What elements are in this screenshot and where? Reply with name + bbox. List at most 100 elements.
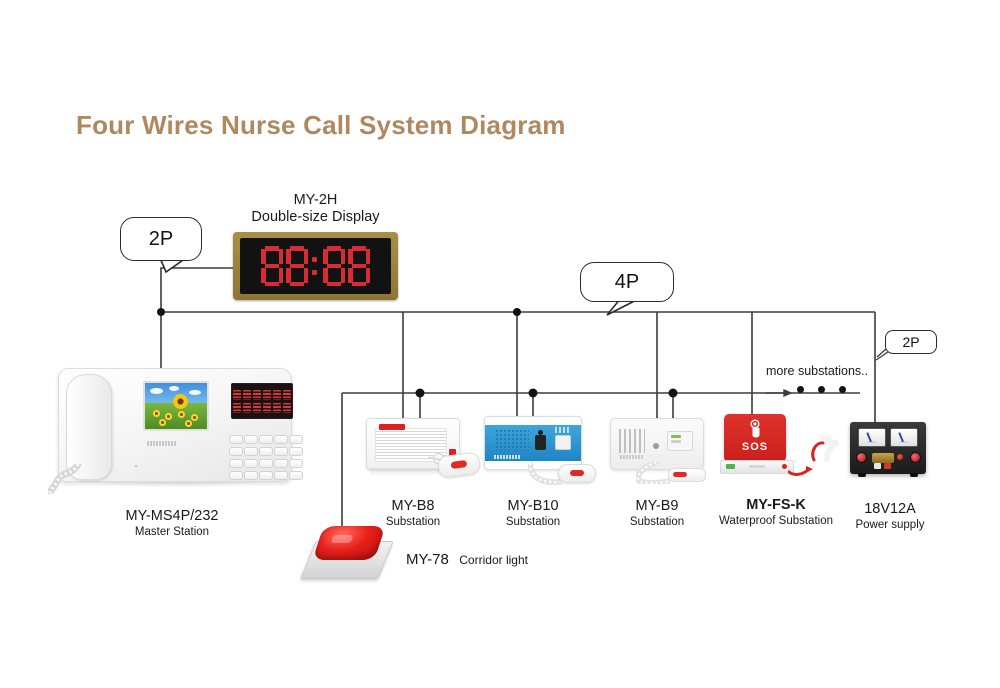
master-station-handset[interactable] bbox=[66, 374, 112, 480]
substation-panel bbox=[484, 416, 582, 470]
keypad-key[interactable] bbox=[289, 447, 303, 456]
brand-logo bbox=[147, 441, 177, 446]
power-supply-caption: 18V12A Power supply bbox=[840, 501, 940, 532]
sos-button-housing[interactable]: SOS bbox=[724, 414, 786, 462]
lcd-sunflower-bud bbox=[165, 413, 172, 420]
status-led-red bbox=[782, 464, 787, 469]
power-supply-unit bbox=[850, 422, 930, 484]
my-b10-substation bbox=[484, 416, 596, 488]
device-description: Substation bbox=[629, 516, 685, 528]
colon-separator bbox=[311, 246, 320, 286]
psu-switch[interactable] bbox=[874, 463, 881, 469]
psu-foot bbox=[910, 473, 918, 477]
keypad-key[interactable] bbox=[274, 447, 288, 456]
handset-cord bbox=[48, 464, 82, 494]
call-button[interactable] bbox=[555, 435, 571, 450]
page-title: Four Wires Nurse Call System Diagram bbox=[76, 110, 566, 140]
keypad-key[interactable] bbox=[274, 459, 288, 468]
my-78-caption: MY-78 Corridor light bbox=[406, 551, 528, 569]
status-led-green bbox=[726, 464, 735, 469]
call-indicator bbox=[449, 449, 456, 458]
status-dot bbox=[135, 465, 137, 467]
display-caption: MY-2H Double-size Display bbox=[233, 192, 398, 226]
pull-cord-handle[interactable] bbox=[810, 436, 840, 462]
keypad-key[interactable] bbox=[274, 471, 288, 480]
callout-2p-right: 2P bbox=[885, 330, 937, 354]
lcd-sunflower bbox=[173, 394, 188, 409]
status-panel bbox=[667, 431, 693, 451]
my-78-corridor-light bbox=[300, 523, 394, 583]
seven-segment-digit bbox=[286, 246, 308, 286]
device-base bbox=[720, 460, 794, 474]
device-description: Power supply bbox=[855, 519, 925, 531]
keypad-key[interactable] bbox=[244, 435, 258, 444]
device-model: MY-FS-K bbox=[746, 497, 806, 513]
keypad-key[interactable] bbox=[229, 459, 243, 468]
keypad-key[interactable] bbox=[289, 471, 303, 480]
display-model: MY-2H bbox=[293, 192, 338, 208]
lcd-cloud bbox=[150, 388, 163, 394]
pear-push-button[interactable] bbox=[558, 464, 596, 483]
hand-press-icon bbox=[750, 419, 760, 438]
device-model: MY-B10 bbox=[507, 498, 559, 514]
keypad-key[interactable] bbox=[289, 435, 303, 444]
psu-chassis bbox=[850, 422, 926, 474]
handset-jack[interactable] bbox=[653, 443, 659, 449]
master-station-caption: MY-MS4P/232 Master Station bbox=[48, 508, 296, 539]
psu-foot bbox=[858, 473, 866, 477]
keypad-key[interactable] bbox=[229, 447, 243, 456]
seven-segment-digit bbox=[348, 246, 370, 286]
device-model: MY-B9 bbox=[635, 498, 679, 514]
output-terminal[interactable] bbox=[910, 452, 921, 463]
lcd-cloud bbox=[169, 386, 179, 391]
device-model: 18V12A bbox=[864, 501, 916, 517]
psu-power-switch[interactable] bbox=[884, 463, 891, 469]
keypad-key[interactable] bbox=[244, 459, 258, 468]
keypad-key[interactable] bbox=[259, 435, 273, 444]
speaker-grille bbox=[619, 429, 645, 453]
output-terminal[interactable] bbox=[856, 452, 867, 463]
pear-push-button[interactable] bbox=[436, 451, 482, 479]
ellipsis-dot bbox=[839, 386, 846, 393]
keypad-key[interactable] bbox=[229, 435, 243, 444]
master-station-model: MY-MS4P/232 bbox=[125, 508, 219, 524]
keypad-key[interactable] bbox=[259, 447, 273, 456]
ellipsis-dot bbox=[797, 386, 804, 393]
my-ms4p-232-master-station bbox=[48, 368, 303, 498]
lcd-sunflower-bud bbox=[178, 411, 185, 418]
more-substations-dots bbox=[797, 386, 846, 393]
brand-logo bbox=[620, 455, 644, 459]
my-b9-substation bbox=[610, 418, 718, 486]
speaker-grille bbox=[495, 429, 529, 451]
callout-2p-left: 2P bbox=[120, 217, 202, 261]
callout-label: 2P bbox=[902, 334, 920, 350]
master-station-keypad[interactable] bbox=[229, 435, 303, 480]
my-b9-caption: MY-B9 Substation bbox=[602, 498, 712, 529]
master-station-lcd bbox=[143, 381, 209, 431]
wire-junctions bbox=[157, 308, 678, 398]
handset-cord bbox=[636, 462, 670, 484]
corridor-light-model: MY-78 bbox=[406, 551, 449, 568]
device-reflection bbox=[370, 468, 456, 477]
voltage-meter bbox=[858, 428, 886, 447]
display-screen bbox=[240, 238, 391, 294]
keypad-key[interactable] bbox=[274, 435, 288, 444]
master-station-description: Master Station bbox=[134, 526, 210, 538]
keypad-key[interactable] bbox=[259, 459, 273, 468]
lcd-sunflower-bud bbox=[185, 420, 192, 427]
keypad-key[interactable] bbox=[229, 471, 243, 480]
keypad-key[interactable] bbox=[244, 471, 258, 480]
keypad-key[interactable] bbox=[244, 447, 258, 456]
my-b8-caption: MY-B8 Substation bbox=[358, 498, 468, 529]
pear-push-button[interactable] bbox=[668, 468, 706, 482]
handset-jack[interactable] bbox=[535, 430, 546, 450]
keypad-key[interactable] bbox=[289, 459, 303, 468]
led-row bbox=[233, 389, 291, 400]
my-fs-k-caption: MY-FS-K Waterproof Substation bbox=[706, 497, 846, 528]
corridor-light-description: Corridor light bbox=[459, 553, 528, 567]
keypad-key[interactable] bbox=[259, 471, 273, 480]
master-station-led-readout bbox=[231, 383, 293, 419]
current-meter bbox=[890, 428, 918, 447]
